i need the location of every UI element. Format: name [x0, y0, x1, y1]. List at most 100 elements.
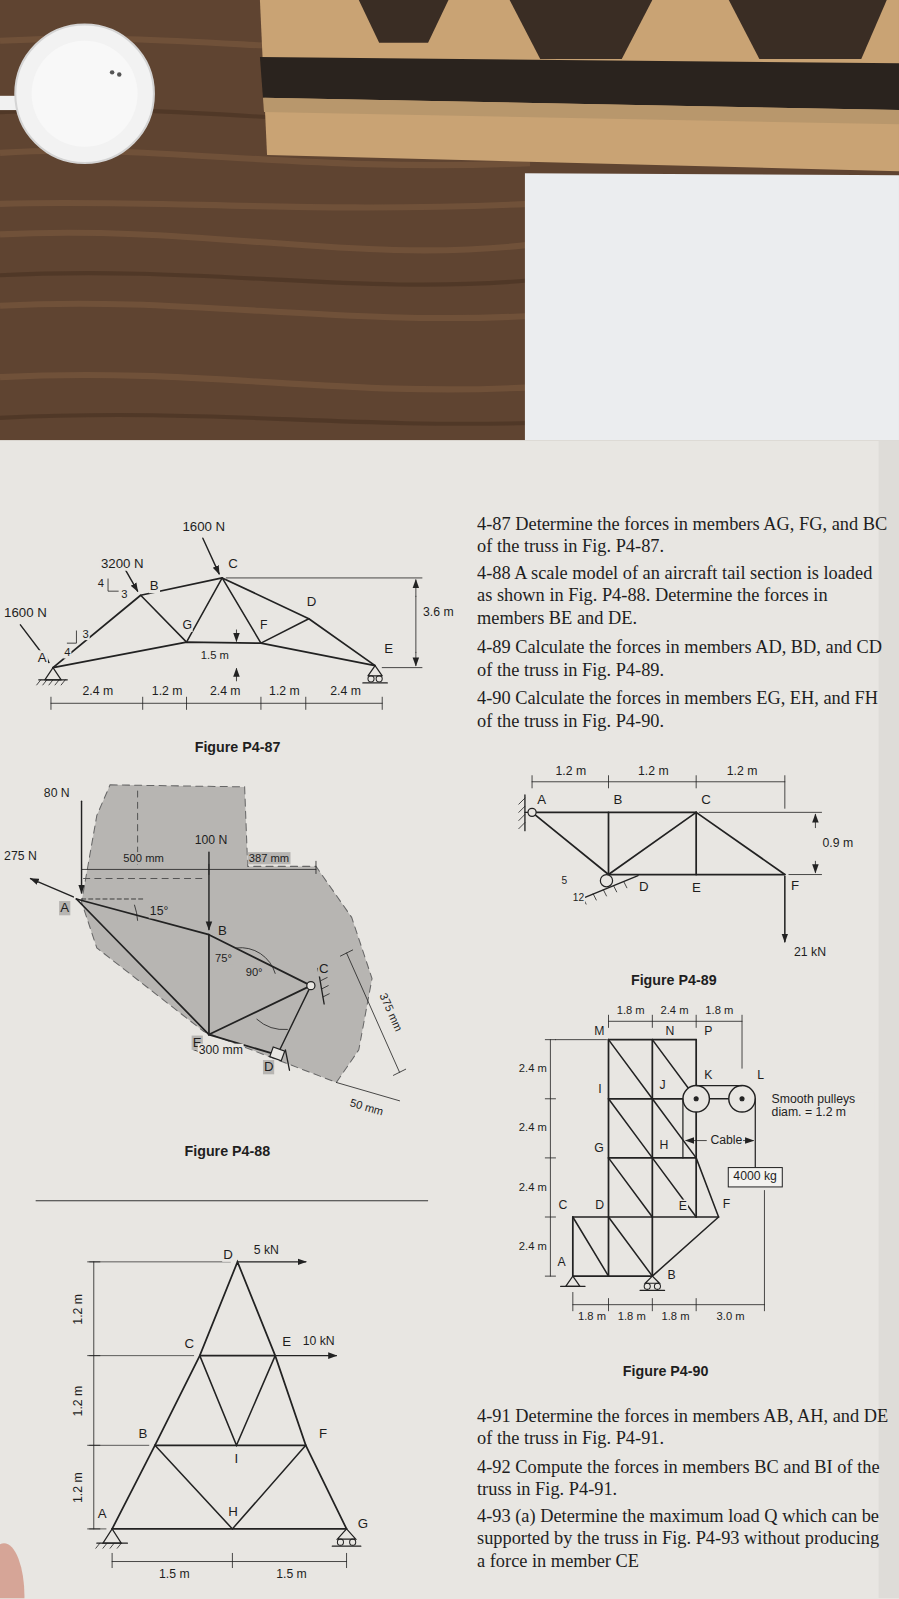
figure-label: 1.8 m — [704, 1004, 734, 1016]
figure-label: M — [593, 1024, 605, 1037]
figure-label: C — [227, 557, 239, 572]
figure-label: C — [318, 962, 330, 977]
figure-label: 1.2 m — [72, 1384, 85, 1417]
figure-label: 2.4 m — [518, 1062, 548, 1074]
figure-label: C — [183, 1337, 195, 1352]
figure-label: I — [597, 1082, 602, 1095]
figure-label: E — [281, 1335, 292, 1350]
figure-label: 3 — [82, 628, 90, 640]
figure-label: 2.4 m — [329, 685, 362, 698]
weight-label: 4000 kg — [733, 1170, 777, 1184]
figure-label: G — [357, 1517, 369, 1532]
figure-label: 2.4 m — [659, 1004, 689, 1016]
figure-label: 1600 N — [3, 605, 48, 620]
figure-label: E — [383, 642, 394, 657]
figure-label: 1.2 m — [268, 685, 301, 698]
figure-label: 387 mm — [248, 852, 291, 864]
figure-label: A — [59, 901, 70, 916]
figure-label: B — [149, 579, 160, 594]
figure-label: 4 — [97, 577, 105, 589]
figure-label: C — [558, 1199, 569, 1212]
figure-label: D — [594, 1199, 605, 1212]
figure-label: 275 N — [3, 850, 38, 863]
figure-caption: Figure P4-89 — [630, 972, 718, 988]
figure-label: B — [138, 1427, 149, 1442]
figure-label: 90° — [245, 966, 264, 978]
truss-figure — [20, 538, 422, 709]
figure-label: 1.2 m — [554, 764, 587, 777]
figure-label: 300 mm — [198, 1044, 244, 1057]
figure-label: J — [658, 1078, 666, 1091]
figure-label: A — [37, 650, 48, 665]
figure-label: 500 mm — [122, 852, 165, 864]
figure-label: 1.2 m — [72, 1471, 85, 1504]
figure-label: A — [97, 1506, 108, 1521]
figure-label: 21 kN — [793, 946, 827, 959]
figure-label: F — [259, 619, 269, 632]
figure-label: F — [722, 1198, 732, 1211]
figure-caption: Figure P4-88 — [183, 1144, 271, 1160]
figure-label: 10 kN — [302, 1335, 336, 1348]
figure-label: H — [658, 1139, 669, 1152]
figure-label: D — [222, 1248, 234, 1263]
problem-text: 4-88 A scale model of an aircraft tail s… — [477, 562, 890, 629]
figure-label: B — [217, 923, 228, 938]
figure-label: 0.9 m — [822, 837, 855, 850]
figure-label: 1.8 m — [616, 1004, 646, 1016]
figure-label: 1.8 m — [660, 1310, 690, 1322]
figure-label: F — [318, 1427, 328, 1442]
figure-label: G — [181, 619, 193, 632]
problem-text: 4-93 (a) Determine the maximum load Q wh… — [477, 1504, 890, 1571]
problem-text: 4-92 Compute the forces in members BC an… — [477, 1456, 890, 1501]
figure-label: 1.5 m — [158, 1568, 191, 1581]
figure-label: 75° — [214, 952, 233, 964]
figure-label: 1.2 m — [151, 685, 184, 698]
figure-label: 15° — [149, 905, 170, 918]
figure-label: 3.6 m — [422, 605, 455, 618]
figure-label: 5 — [561, 875, 569, 886]
figure-caption: Figure P4-87 — [194, 740, 282, 756]
figure-label: 1.2 m — [726, 764, 759, 777]
figure-caption: Figure P4-90 — [622, 1364, 710, 1380]
figure-label: C — [700, 793, 712, 808]
figure-label: B — [613, 793, 624, 808]
figure-label: I — [233, 1451, 239, 1466]
figure-label: H — [227, 1504, 239, 1519]
figure-label: G — [593, 1142, 605, 1155]
figure-label: 2.4 m — [209, 685, 242, 698]
truss-figure — [88, 1262, 361, 1568]
figure-label: P — [703, 1024, 713, 1037]
figure-label: A — [536, 793, 547, 808]
figure-label: 1.5 m — [200, 649, 230, 661]
tail-section-figure — [31, 785, 406, 1101]
figure-label: 3200 N — [100, 557, 145, 572]
truss-figure — [519, 776, 822, 942]
figure-label: Cable — [709, 1133, 743, 1146]
problem-text: 4-91 Determine the forces in members AB,… — [477, 1405, 890, 1450]
problem-text: 4-89 Calculate the forces in members AD,… — [477, 636, 890, 681]
figure-label: 1.2 m — [72, 1293, 85, 1326]
figure-label: 3.0 m — [716, 1310, 746, 1322]
figure-label: L — [756, 1069, 765, 1082]
figure-label: E — [691, 881, 702, 896]
figure-label: D — [638, 880, 650, 895]
figure-label: 4 — [63, 646, 71, 658]
figure-label: 2.4 m — [518, 1180, 548, 1192]
figure-label: 2.4 m — [82, 685, 115, 698]
figure-label: 1.5 m — [275, 1568, 308, 1581]
figure-label: N — [665, 1024, 676, 1037]
figure-label: 3 — [120, 588, 128, 600]
figure-label: Smooth pulleys diam. = 1.2 m — [771, 1093, 875, 1120]
figure-label: E — [678, 1200, 688, 1213]
problem-text: 4-87 Determine the forces in members AG,… — [477, 513, 890, 558]
figure-label: 12 — [572, 892, 585, 903]
figure-label: 1600 N — [181, 520, 226, 535]
figure-label: 5 kN — [253, 1244, 280, 1257]
figure-label: 1.8 m — [617, 1310, 647, 1322]
figure-label: 1.2 m — [637, 764, 670, 777]
figure-label: K — [703, 1069, 713, 1082]
figure-label: 2.4 m — [518, 1239, 548, 1251]
